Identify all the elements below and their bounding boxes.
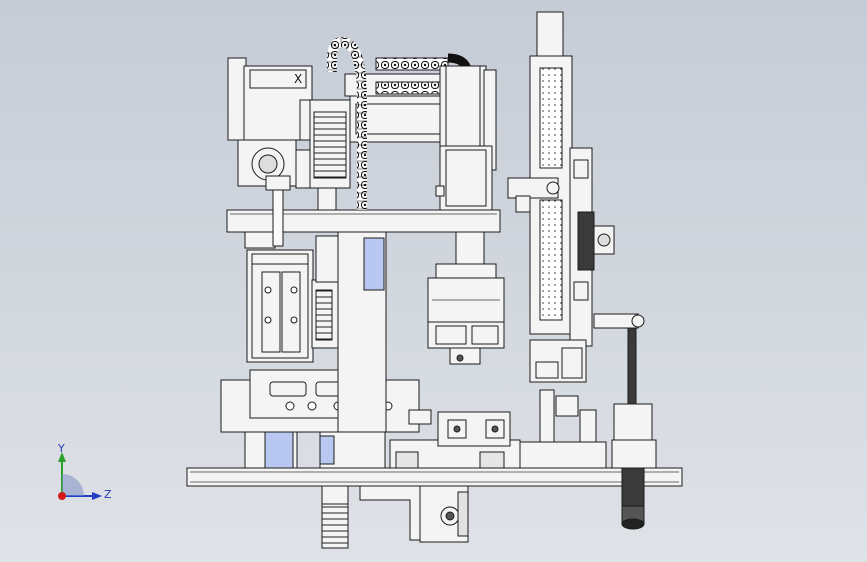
drag-chain-horizontal bbox=[375, 57, 449, 71]
triad-quadrant bbox=[62, 474, 84, 496]
bottom-bracket bbox=[359, 485, 421, 541]
y-axis-label: Y bbox=[57, 442, 65, 455]
cylinder-rod bbox=[627, 327, 637, 409]
base-plate bbox=[186, 467, 683, 487]
coordinate-triad: Y Z bbox=[57, 442, 112, 501]
triad-origin bbox=[58, 492, 66, 500]
cylinder-clevis bbox=[613, 403, 653, 441]
svg-text:X: X bbox=[294, 72, 302, 86]
servo-motor-upper bbox=[227, 57, 247, 141]
rod-end bbox=[593, 313, 639, 329]
cable-drag-chain bbox=[327, 36, 367, 210]
z-axis-label: Z bbox=[104, 488, 112, 501]
rotary-disc bbox=[577, 211, 595, 271]
main-crossbeam bbox=[226, 209, 501, 233]
right-axis-rail bbox=[536, 11, 564, 57]
bottom-fitting-ribbed bbox=[321, 503, 349, 549]
machine-assembly: X bbox=[186, 11, 683, 549]
right-base-pedestal bbox=[519, 441, 607, 469]
bottom-fitting-left bbox=[321, 485, 349, 505]
ball-screw bbox=[272, 185, 284, 247]
